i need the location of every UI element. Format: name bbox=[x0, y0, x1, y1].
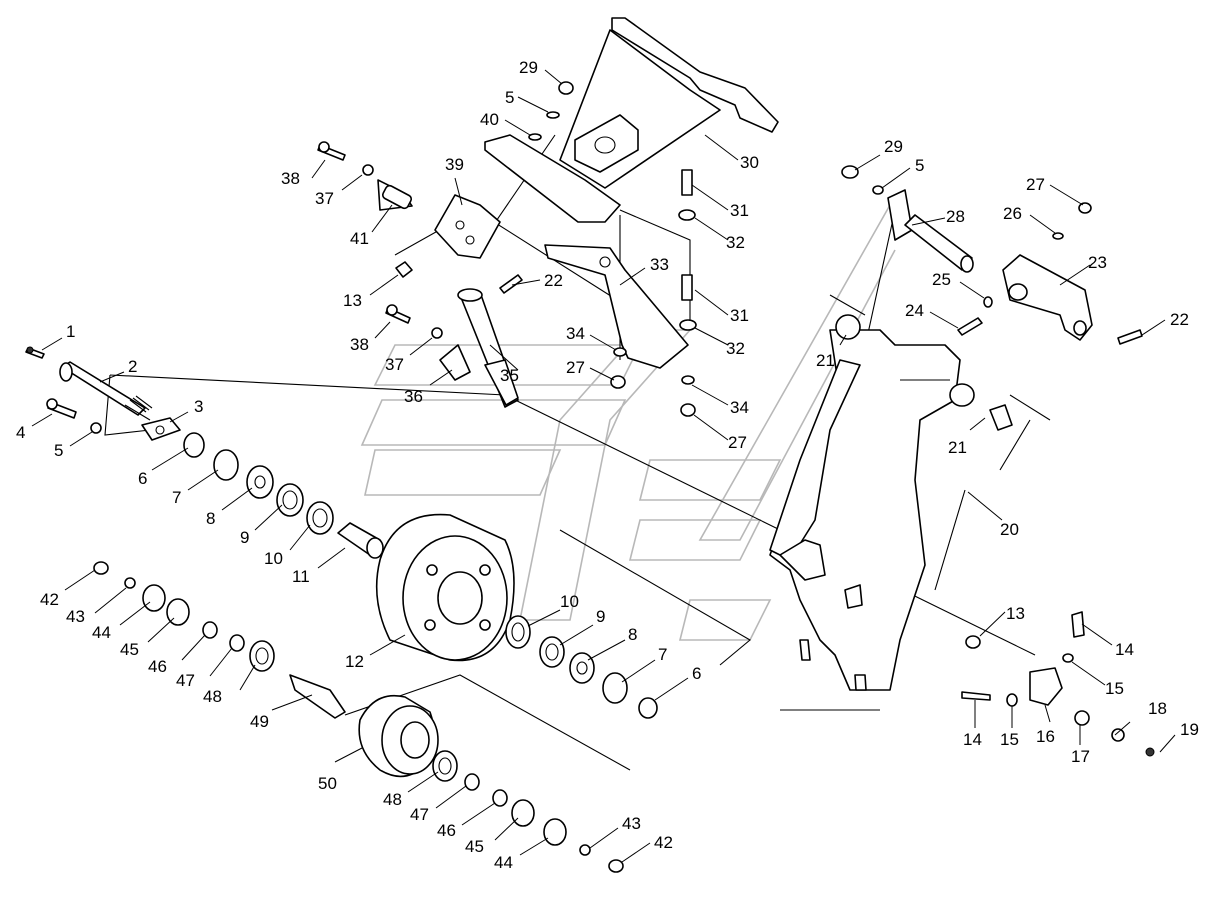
callout-4: 4 bbox=[16, 423, 25, 442]
callout-47-left: 47 bbox=[176, 671, 195, 690]
callout-34-left: 34 bbox=[566, 324, 585, 343]
callout-42-left: 42 bbox=[40, 590, 59, 609]
callout-labels: 1 2 3 4 5 5 5 6 6 7 7 8 8 9 9 10 10 11 1… bbox=[16, 58, 1199, 872]
pulley-50 bbox=[289, 674, 439, 778]
small-hardware bbox=[25, 81, 1143, 434]
callout-10-right: 10 bbox=[560, 592, 579, 611]
callout-9-left: 9 bbox=[240, 528, 249, 547]
callout-49: 49 bbox=[250, 712, 269, 731]
pin-36 bbox=[439, 344, 471, 381]
callout-2: 2 bbox=[128, 357, 137, 376]
callout-24: 24 bbox=[905, 301, 924, 320]
callout-42-right: 42 bbox=[654, 833, 673, 852]
callout-8-left: 8 bbox=[206, 509, 215, 528]
callout-38-lower: 38 bbox=[350, 335, 369, 354]
callout-7-right: 7 bbox=[658, 645, 667, 664]
callout-11: 11 bbox=[292, 567, 310, 586]
swing-arm-20 bbox=[769, 294, 1051, 711]
callout-46-right: 46 bbox=[437, 821, 456, 840]
pivot-bracket-39 bbox=[434, 194, 501, 259]
right-hardware bbox=[961, 611, 1155, 757]
callout-1: 1 bbox=[66, 322, 75, 341]
callout-8-right: 8 bbox=[628, 625, 637, 644]
callout-9-right: 9 bbox=[596, 607, 605, 626]
bracket-33 bbox=[544, 244, 689, 369]
callout-34-right: 34 bbox=[730, 398, 749, 417]
callout-43-right: 43 bbox=[622, 814, 641, 833]
callout-43-left: 43 bbox=[66, 607, 85, 626]
callout-5-top: 5 bbox=[505, 88, 514, 107]
callout-30: 30 bbox=[740, 153, 759, 172]
callout-37-top: 37 bbox=[315, 189, 334, 208]
callout-15-bottom: 15 bbox=[1000, 730, 1019, 749]
callout-12: 12 bbox=[345, 652, 364, 671]
stack-42-48-lower bbox=[432, 750, 624, 873]
callout-22-left: 22 bbox=[544, 271, 563, 290]
callout-16: 16 bbox=[1036, 727, 1055, 746]
callout-45-right: 45 bbox=[465, 837, 484, 856]
callout-31-top: 31 bbox=[730, 201, 749, 220]
callout-36: 36 bbox=[404, 387, 423, 406]
callout-10-left: 10 bbox=[264, 549, 283, 568]
callout-7-left: 7 bbox=[172, 488, 181, 507]
callout-46-left: 46 bbox=[148, 657, 167, 676]
callout-32-bottom: 32 bbox=[726, 339, 745, 358]
callout-27-mid: 27 bbox=[566, 358, 585, 377]
callout-27-lower: 27 bbox=[728, 433, 747, 452]
callout-3: 3 bbox=[194, 397, 203, 416]
callout-50: 50 bbox=[318, 774, 337, 793]
shaft-35 bbox=[457, 288, 519, 408]
callout-17: 17 bbox=[1071, 747, 1090, 766]
callout-39: 39 bbox=[445, 155, 464, 174]
callout-18: 18 bbox=[1148, 699, 1167, 718]
bracket-23-shaft-28 bbox=[887, 189, 1093, 341]
callout-28: 28 bbox=[946, 207, 965, 226]
stack-42-48-upper bbox=[93, 561, 275, 672]
callout-25: 25 bbox=[932, 270, 951, 289]
callout-15-right: 15 bbox=[1105, 679, 1124, 698]
callout-6-right: 6 bbox=[692, 664, 701, 683]
callout-19: 19 bbox=[1180, 720, 1199, 739]
callout-35: 35 bbox=[500, 366, 519, 385]
callout-41: 41 bbox=[350, 229, 369, 248]
right-bearing-stack bbox=[505, 615, 658, 719]
callout-20: 20 bbox=[1000, 520, 1019, 539]
callout-26: 26 bbox=[1003, 204, 1022, 223]
callout-27-right: 27 bbox=[1026, 175, 1045, 194]
callout-33: 33 bbox=[650, 255, 669, 274]
callout-13-right: 13 bbox=[1006, 604, 1025, 623]
callout-44-left: 44 bbox=[92, 623, 111, 642]
callout-32-top: 32 bbox=[726, 233, 745, 252]
axle-2 bbox=[59, 361, 153, 421]
callout-44-right: 44 bbox=[494, 853, 513, 872]
callout-29-right: 29 bbox=[884, 137, 903, 156]
callout-38-top: 38 bbox=[281, 169, 300, 188]
callout-48-left: 48 bbox=[203, 687, 222, 706]
callout-14-bottom: 14 bbox=[963, 730, 982, 749]
callout-21-left: 21 bbox=[816, 351, 835, 370]
callout-47-right: 47 bbox=[410, 805, 429, 824]
crossbar-frame bbox=[484, 17, 779, 223]
plate-3 bbox=[141, 417, 181, 441]
callout-5-right: 5 bbox=[915, 156, 924, 175]
callout-21-right: 21 bbox=[948, 438, 967, 457]
wheel-12 bbox=[375, 513, 515, 662]
callout-23: 23 bbox=[1088, 253, 1107, 272]
callout-22-right: 22 bbox=[1170, 310, 1189, 329]
pin-41 bbox=[377, 179, 413, 211]
callout-29-top: 29 bbox=[519, 58, 538, 77]
callout-31-bottom: 31 bbox=[730, 306, 749, 325]
callout-14-right: 14 bbox=[1115, 640, 1134, 659]
callout-37-lower: 37 bbox=[385, 355, 404, 374]
callout-13-left: 13 bbox=[343, 291, 362, 310]
callout-48-right: 48 bbox=[383, 790, 402, 809]
leader-lines bbox=[31, 69, 1176, 863]
left-bearing-stack bbox=[183, 432, 384, 559]
callout-45-left: 45 bbox=[120, 640, 139, 659]
callout-40: 40 bbox=[480, 110, 499, 129]
callout-5-left: 5 bbox=[54, 441, 63, 460]
callout-6-left: 6 bbox=[138, 469, 147, 488]
